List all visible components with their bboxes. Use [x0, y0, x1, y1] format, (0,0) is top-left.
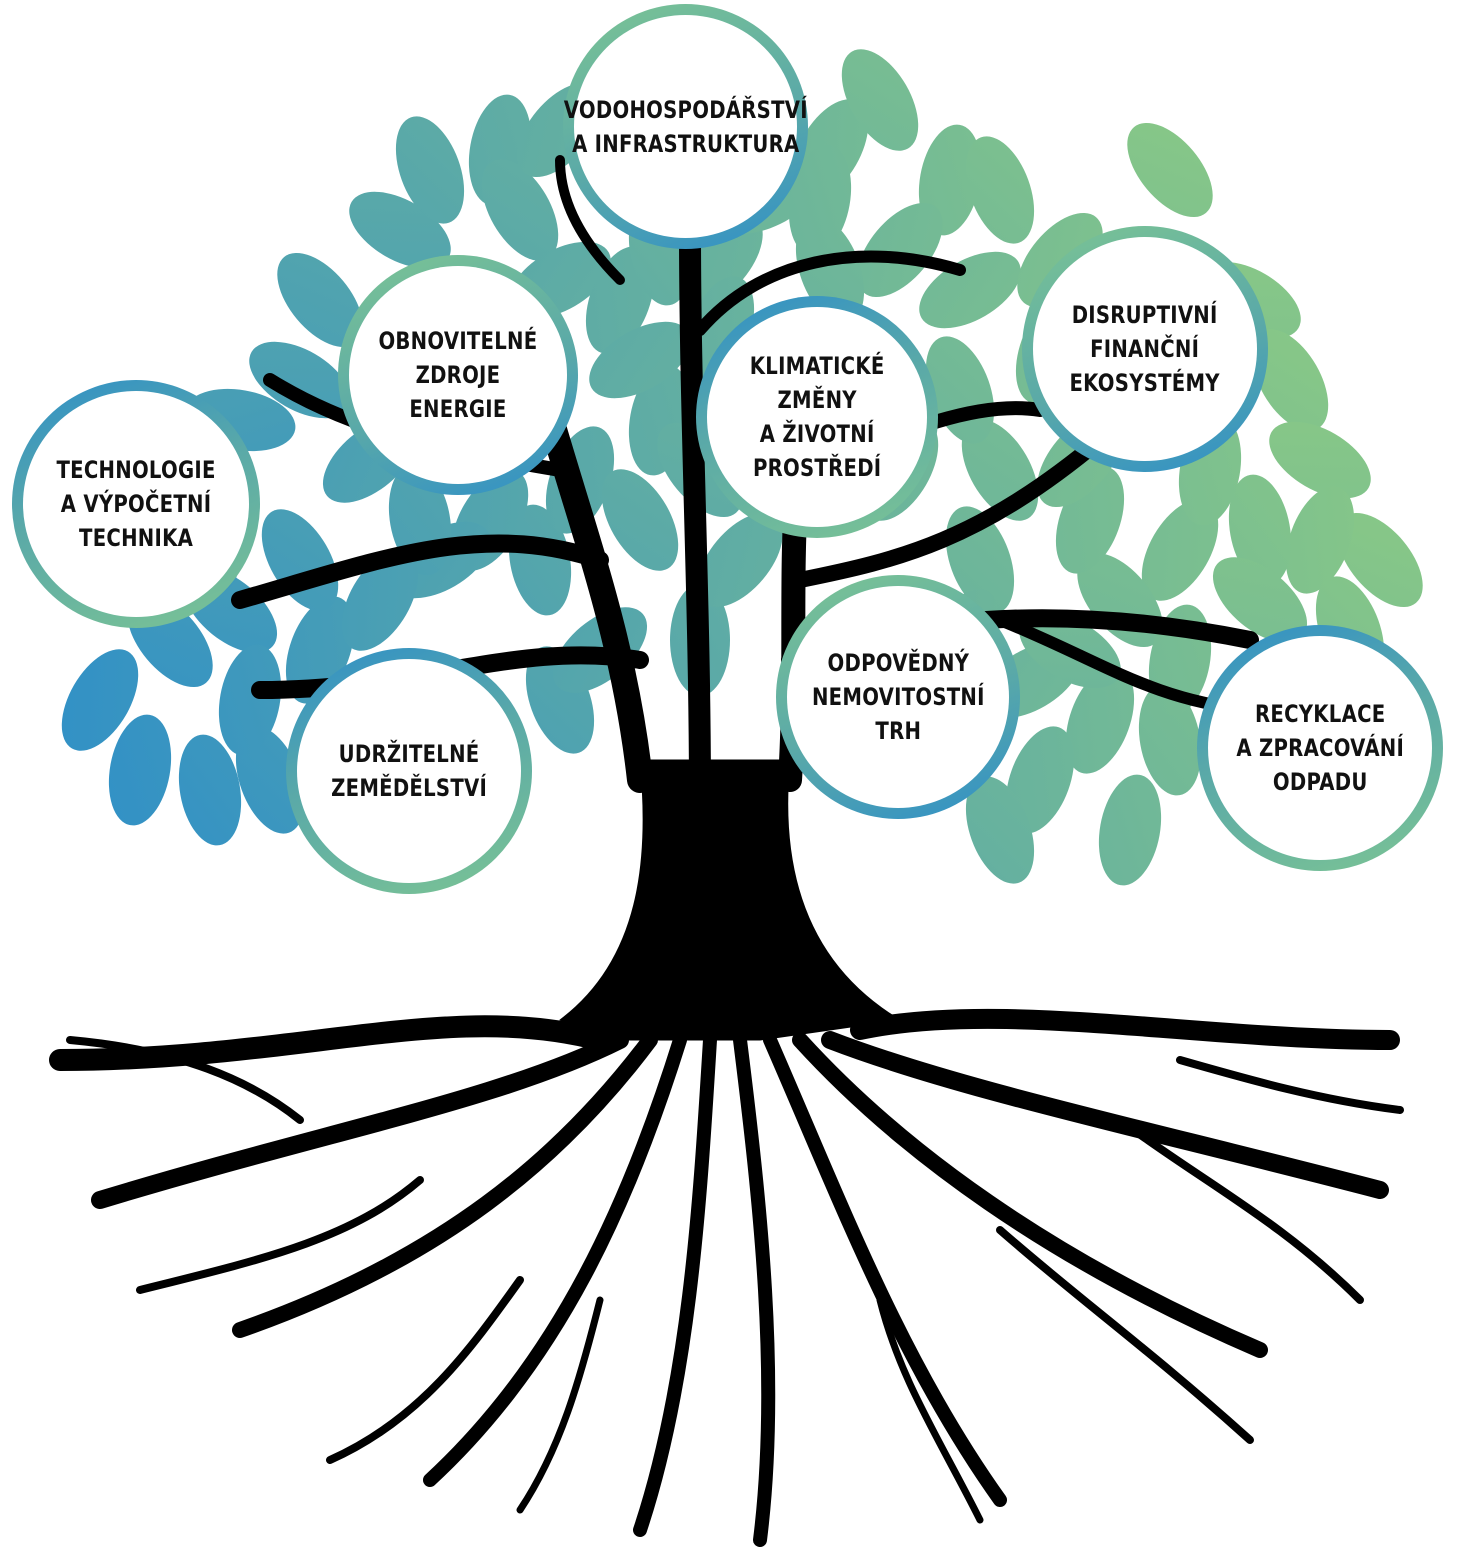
- leaf-shape: [1337, 512, 1423, 608]
- node-label-realestate: ODPOVĚDNÝ NEMOVITOSTNÍ TRH: [811, 649, 985, 745]
- leaf-shape: [1098, 774, 1162, 886]
- leaf-shape: [341, 549, 419, 651]
- node-label-agri: UDRŽITELNÉ ZEMĚDĚLSTVÍ: [331, 740, 487, 802]
- leaf-shape: [841, 49, 919, 151]
- leaf-shape: [965, 776, 1035, 884]
- leaf-shape: [61, 649, 139, 751]
- node-climate: KLIMATICKÉ ZMĚNY A ŽIVOTNÍ PROSTŘEDÍ: [696, 296, 938, 538]
- leaf-shape: [481, 159, 559, 261]
- node-water: VODOHOSPODÁŘSTVÍ A INFRASTRUKTURA: [563, 4, 808, 249]
- leaf-shape: [249, 341, 351, 419]
- leaf-shape: [1212, 557, 1308, 643]
- leaf-shape: [1005, 726, 1075, 834]
- leaf-shape: [508, 504, 572, 616]
- leaf-shape: [235, 726, 305, 834]
- leaf-shape: [965, 136, 1035, 244]
- leaf-shape: [601, 469, 679, 571]
- leaf-shape: [1138, 684, 1202, 796]
- leaf-shape: [1065, 666, 1135, 774]
- leaf-shape: [277, 252, 363, 348]
- leaf-shape: [108, 714, 172, 826]
- node-realestate: ODPOVĚDNÝ NEMOVITOSTNÍ TRH: [776, 575, 1020, 819]
- node-tech: TECHNOLOGIE A VÝPOČETNÍ TECHNIKA: [12, 380, 260, 628]
- node-label-recycling: RECYKLACE A ZPRACOVÁNÍ ODPADU: [1236, 700, 1404, 796]
- node-label-water: VODOHOSPODÁŘSTVÍ A INFRASTRUKTURA: [563, 95, 808, 158]
- leaf-shape: [1285, 486, 1355, 594]
- leaf-shape: [1269, 421, 1371, 499]
- node-label-finance: DISRUPTIVNÍ FINANČNÍ EKOSYSTÉMY: [1069, 301, 1221, 397]
- leaf-shape: [395, 116, 465, 224]
- node-label-climate: KLIMATICKÉ ZMĚNY A ŽIVOTNÍ PROSTŘEDÍ: [749, 352, 885, 482]
- leaf-shape: [589, 321, 691, 399]
- node-label-renewable: OBNOVITELNÉ ZDROJE ENERGIE: [378, 327, 538, 423]
- node-agri: UDRŽITELNÉ ZEMĚDĚLSTVÍ: [286, 648, 532, 894]
- node-label-tech: TECHNOLOGIE A VÝPOČETNÍ TECHNIKA: [56, 456, 216, 552]
- leaf-shape: [1251, 329, 1329, 431]
- node-finance: DISRUPTIVNÍ FINANČNÍ EKOSYSTÉMY: [1022, 226, 1268, 472]
- leaf-shape: [857, 202, 943, 298]
- leaf-shape: [178, 734, 242, 846]
- leaf-shape: [697, 512, 783, 608]
- leaf-shape: [1228, 474, 1292, 586]
- leaf-shape: [788, 144, 852, 256]
- node-renewable: OBNOVITELNÉ ZDROJE ENERGIE: [338, 255, 578, 495]
- node-recycling: RECYKLACE A ZPRACOVÁNÍ ODPADU: [1197, 625, 1443, 871]
- leaf-shape: [218, 644, 282, 756]
- leaf-shape: [1127, 122, 1213, 218]
